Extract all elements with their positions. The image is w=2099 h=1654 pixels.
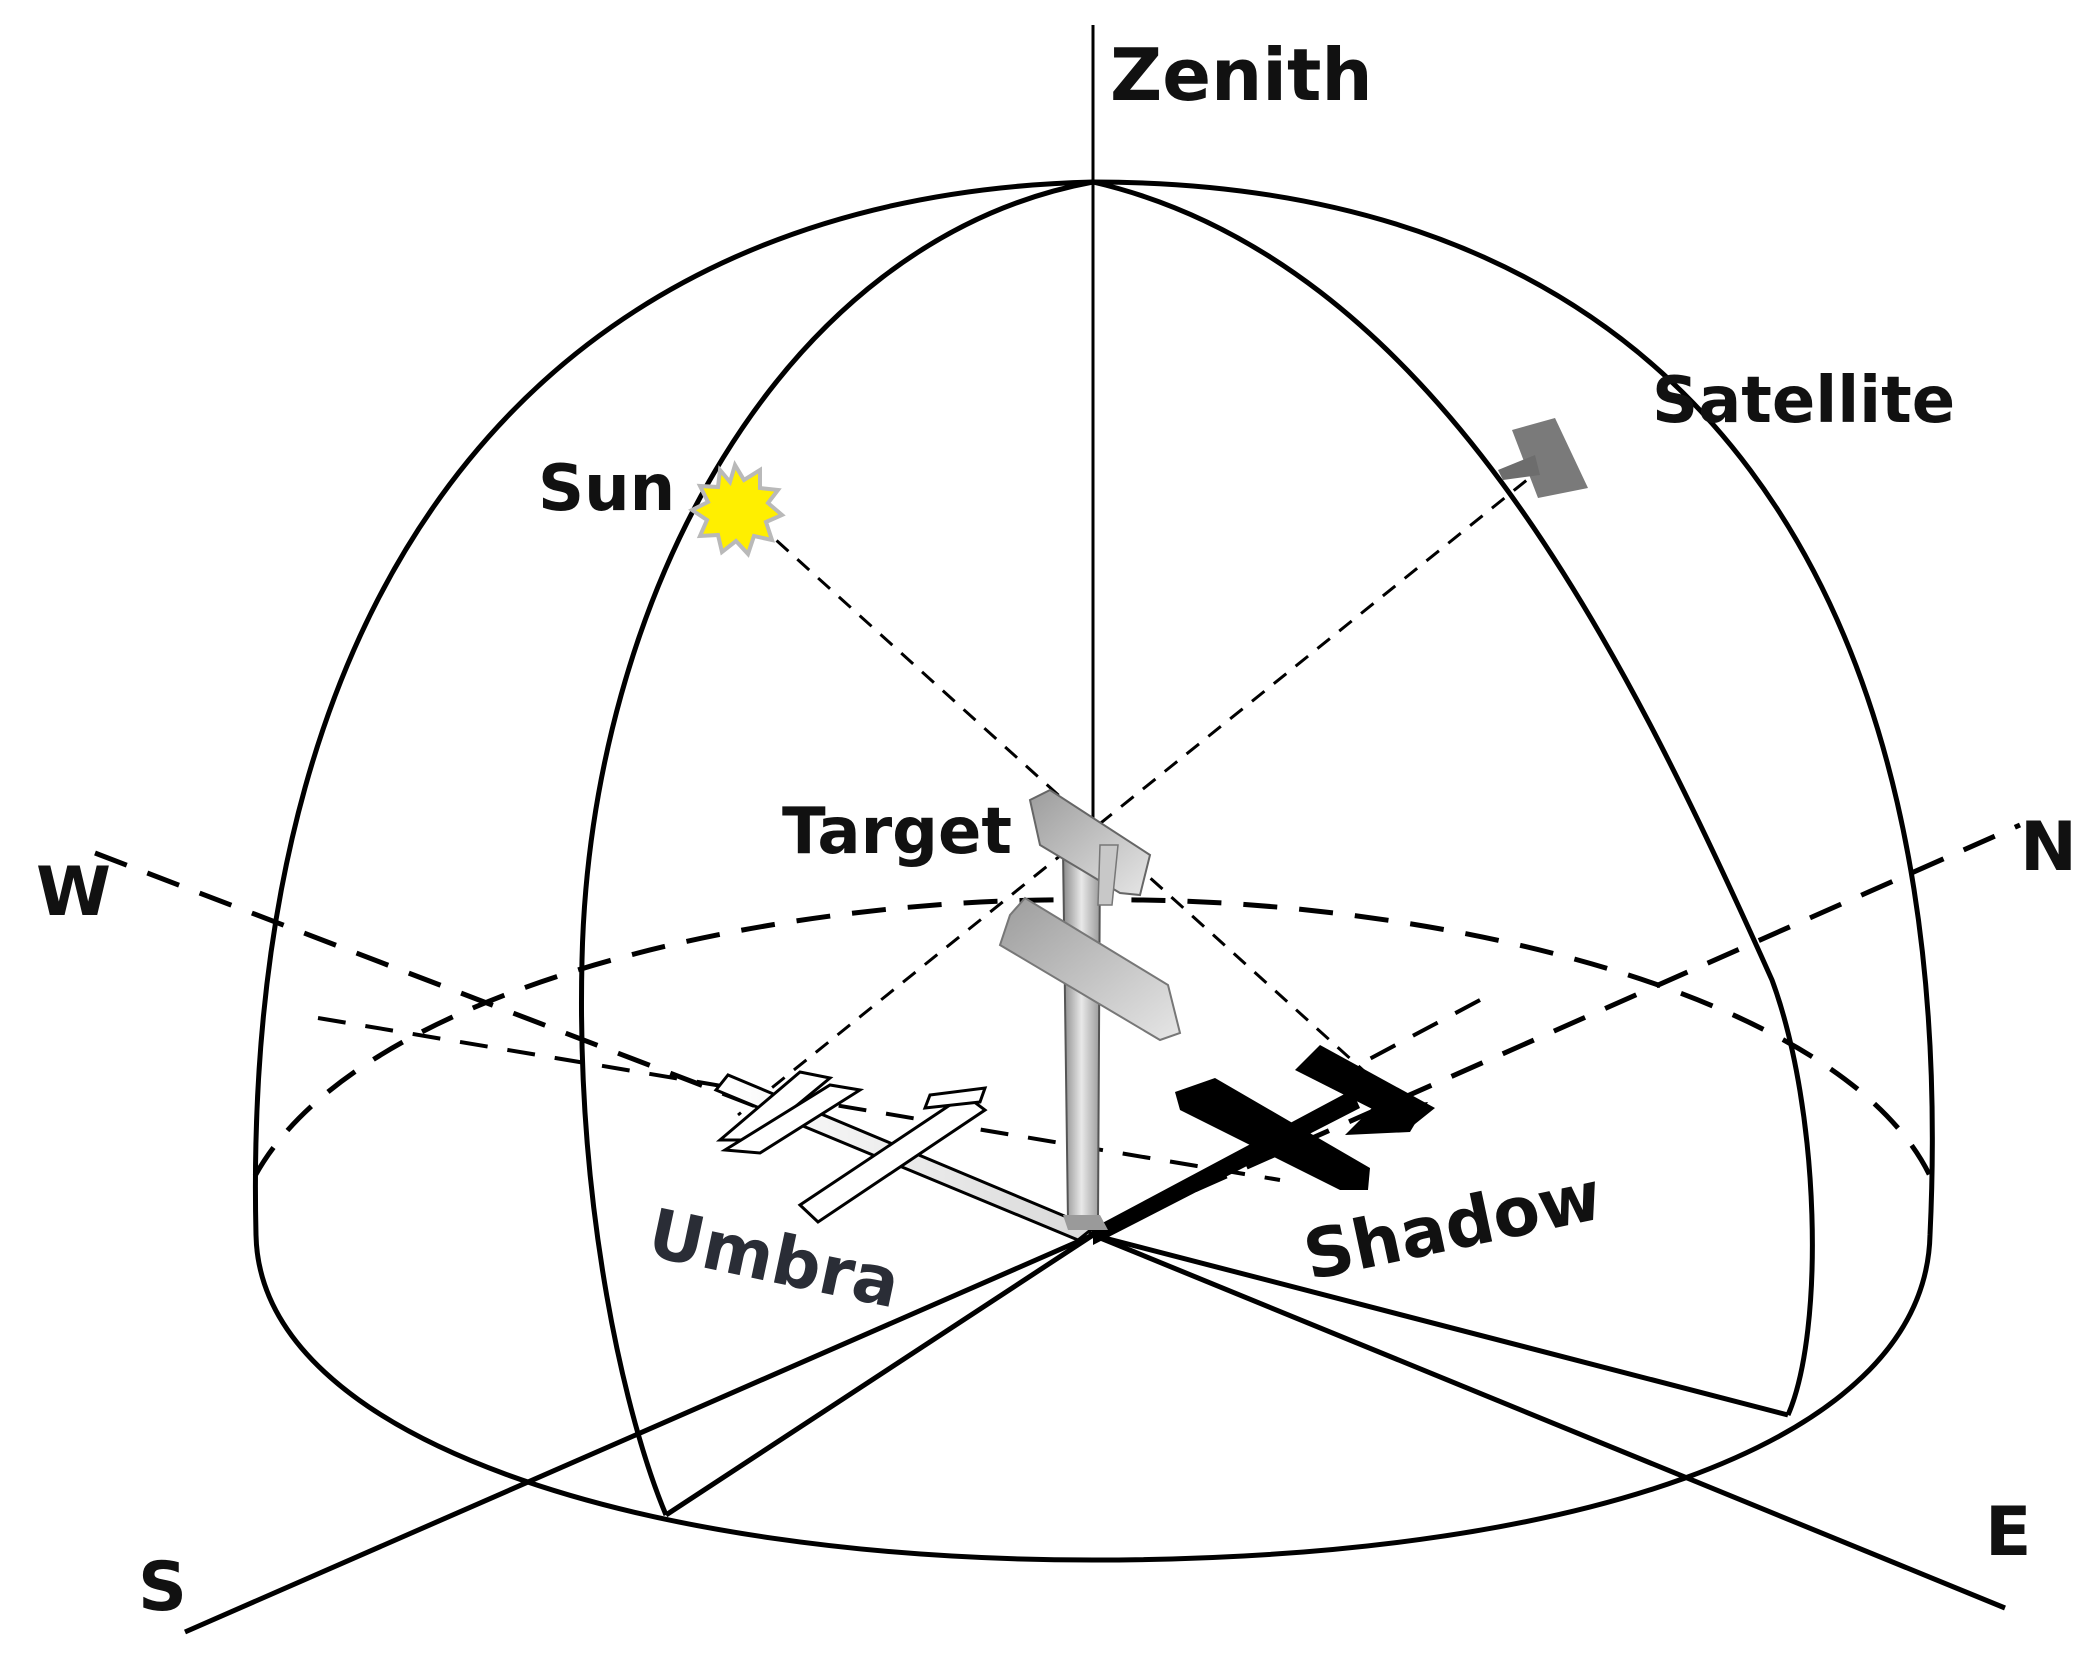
north-label: N: [2020, 808, 2077, 887]
satellite-ray-dashed: [737, 461, 1549, 1117]
horizon-front-arc: [253, 1234, 1933, 1563]
zenith-label: Zenith: [1110, 33, 1373, 117]
aircraft-shadow-icon: [1093, 1045, 1435, 1245]
target-label: Target: [782, 795, 1012, 869]
umbra-label: Umbra: [641, 1194, 906, 1324]
satellite-label: Satellite: [1652, 364, 1955, 438]
satellite-icon: [1498, 418, 1588, 498]
meridian-west-foot: [664, 1232, 1095, 1518]
west-label: W: [36, 853, 111, 932]
sun-label: Sun: [538, 452, 675, 526]
meridian-east-foot: [1092, 1232, 1789, 1418]
south-axis: [183, 1232, 1095, 1635]
south-label: S: [138, 1548, 187, 1627]
sun-ray-dashed: [733, 501, 1387, 1092]
sun-icon: [688, 460, 786, 558]
east-label: E: [1985, 1493, 2031, 1572]
aircraft-target-icon: [998, 788, 1182, 1042]
meridian-west: [579, 179, 1094, 1516]
north-axis-dashed: [1091, 822, 2022, 1238]
west-axis-dashed: [94, 850, 1094, 1238]
east-axis: [1092, 1232, 2006, 1611]
meridian-east: [1092, 179, 1815, 1416]
aircraft-umbra-icon: [713, 1070, 1096, 1242]
target-pole: [1061, 849, 1108, 1230]
